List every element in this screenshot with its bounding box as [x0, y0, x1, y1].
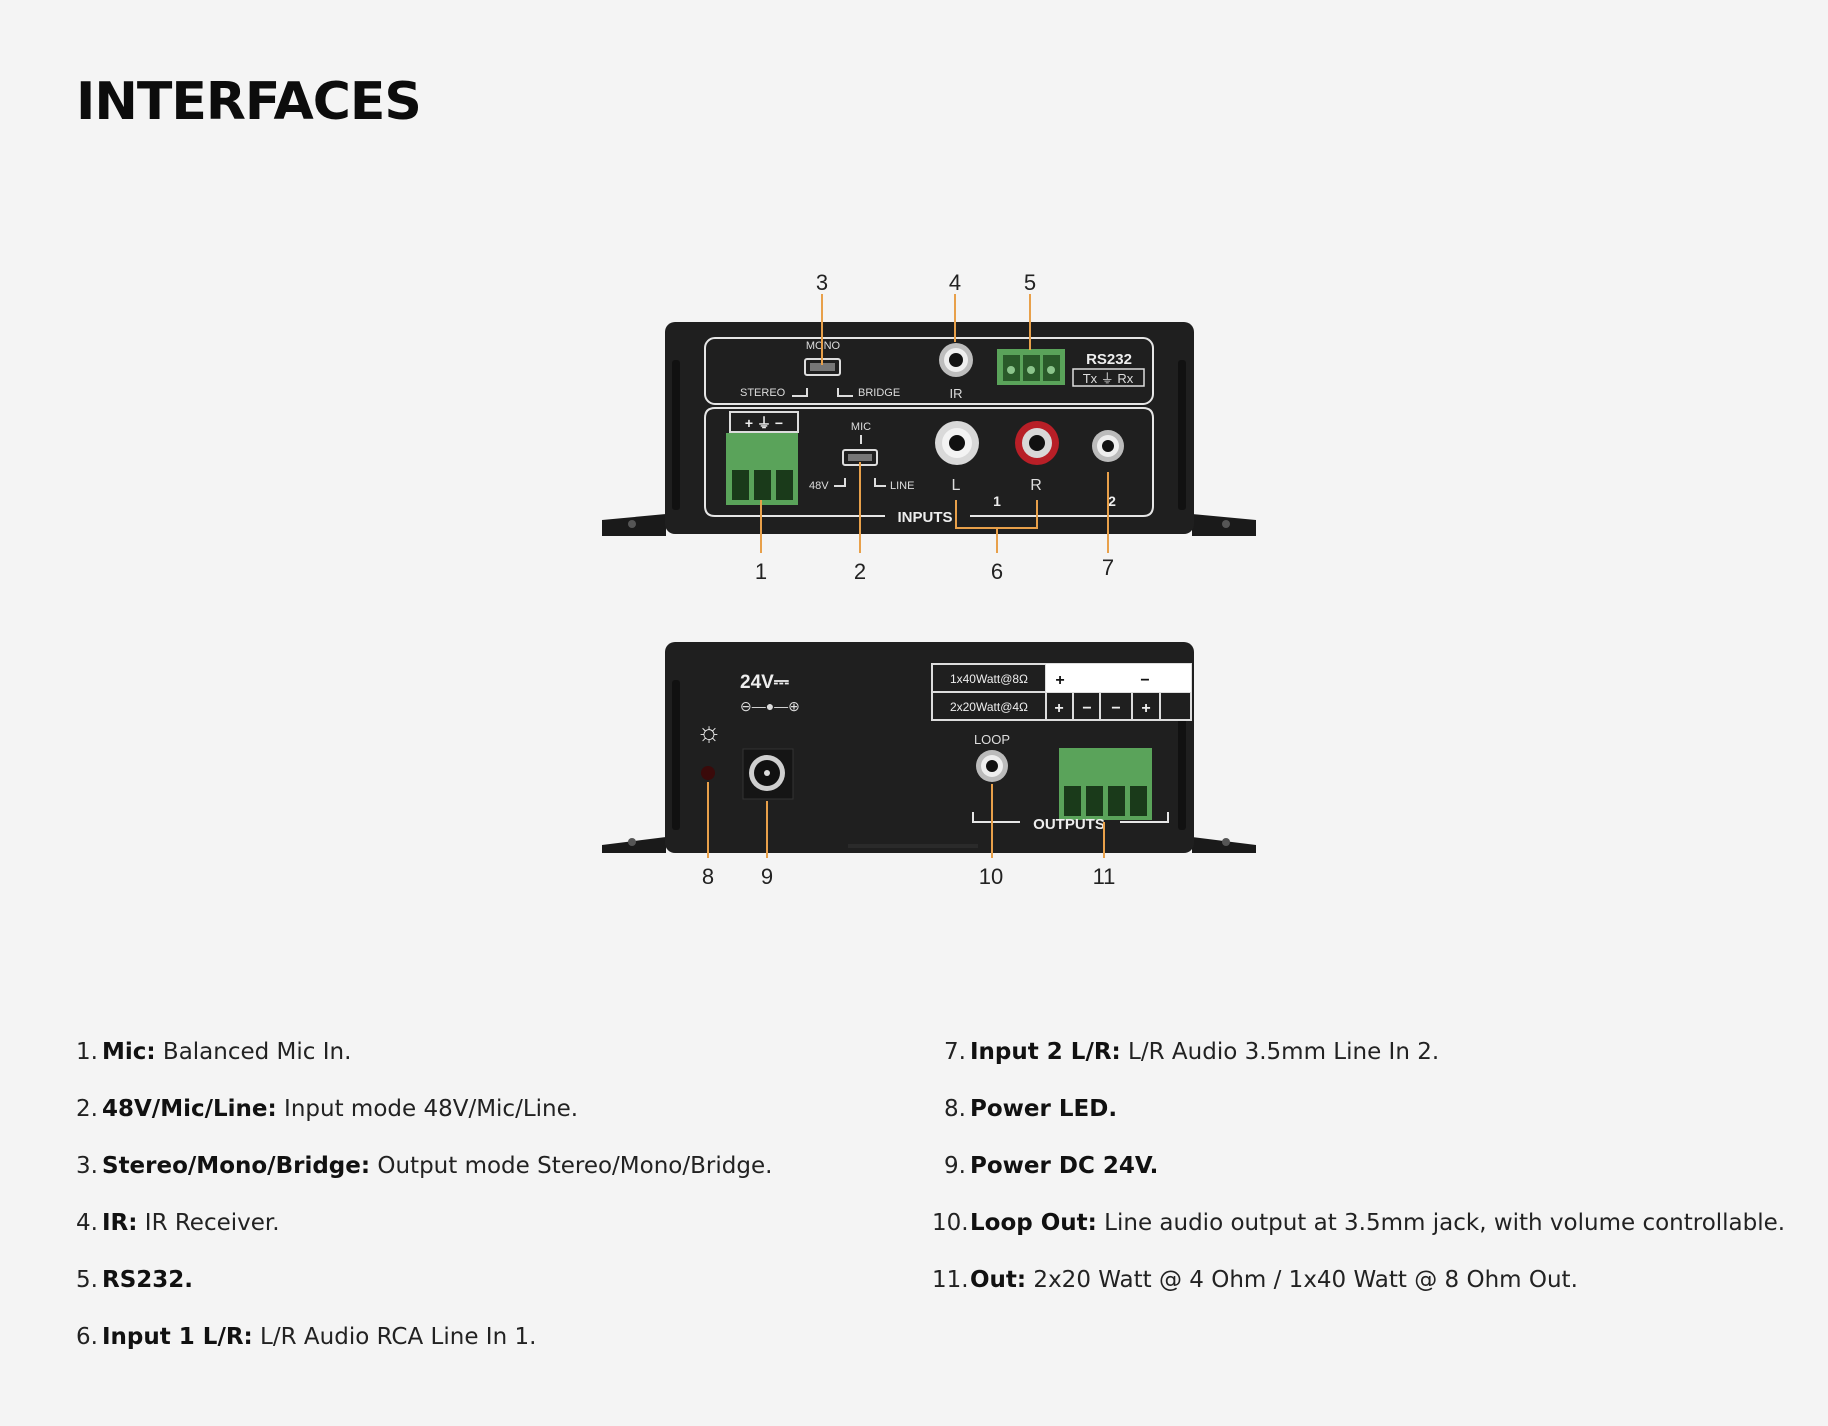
- row1-minus: −: [1140, 672, 1149, 689]
- callout-7: 7: [1102, 555, 1114, 580]
- legend-item: 5.RS232.: [76, 1267, 194, 1293]
- callout-4: 4: [949, 270, 961, 295]
- txrx-label: Tx ⏚ Rx: [1083, 371, 1134, 386]
- page-title: INTERFACES: [76, 72, 422, 132]
- ir-label: IR: [950, 386, 963, 401]
- loop-label: LOOP: [974, 732, 1010, 747]
- line-label: LINE: [890, 480, 914, 492]
- rs232-label: RS232: [1086, 351, 1132, 368]
- input2-label: 2: [1108, 493, 1116, 509]
- mono-label: MONO: [806, 340, 841, 352]
- bridge-label: BRIDGE: [858, 387, 900, 399]
- lower-panel-outline: [704, 407, 1154, 517]
- callout-2: 2: [854, 559, 866, 584]
- front-panel-device: MONO STEREO BRIDGE IR RS232 Tx ⏚ Rx: [602, 322, 1256, 536]
- row2-minus-b: −: [1111, 700, 1120, 717]
- callout-6: 6: [991, 559, 1003, 584]
- rca-left-label: L: [952, 477, 961, 494]
- stereo-label: STEREO: [740, 387, 786, 399]
- legend-item: 2.48V/Mic/Line: Input mode 48V/Mic/Line.: [76, 1096, 579, 1122]
- legend-item: 8.Power LED.: [944, 1096, 1118, 1122]
- front-callouts: [760, 294, 1109, 553]
- legend-item: 3.Stereo/Mono/Bridge: Output mode Stereo…: [76, 1153, 773, 1179]
- rear-panel-device: ☼ 24V⎓ ⊖—●—⊕ 1x40Watt@8Ω 2x20Watt@4Ω + −…: [602, 642, 1256, 853]
- legend-item: 10.Loop Out: Line audio output at 3.5mm …: [932, 1210, 1786, 1236]
- row2-minus-a: −: [1082, 700, 1091, 717]
- callout-5: 5: [1024, 270, 1036, 295]
- callout-11: 11: [1093, 864, 1116, 889]
- row2-plus-b: +: [1141, 700, 1150, 717]
- mic-polarity-label: + ⏚ −: [745, 415, 783, 431]
- legend-item: 11.Out: 2x20 Watt @ 4 Ohm / 1x40 Watt @ …: [932, 1267, 1578, 1293]
- callout-9: 9: [761, 864, 773, 889]
- power-led: [701, 766, 715, 780]
- power-led-icon: ☼: [696, 716, 722, 747]
- rca-right-label: R: [1030, 477, 1042, 494]
- callout-1: 1: [755, 559, 767, 584]
- legend-list-right: 7.Input 2 L/R: L/R Audio 3.5mm Line In 2…: [932, 1037, 1785, 1322]
- legend-item: 6.Input 1 L/R: L/R Audio RCA Line In 1.: [76, 1324, 537, 1350]
- wattage-row2-label: 2x20Watt@4Ω: [950, 700, 1028, 714]
- row1-plus: +: [1055, 672, 1064, 689]
- input1-label: 1: [993, 493, 1001, 509]
- interfaces-diagram: MONO STEREO BRIDGE IR RS232 Tx ⏚ Rx: [602, 270, 1256, 889]
- legend-item: 9.Power DC 24V.: [944, 1153, 1159, 1179]
- power-voltage-label: 24V⎓: [740, 672, 789, 693]
- mic-switch-label: MIC: [851, 421, 871, 433]
- legend-item: 1.Mic: Balanced Mic In.: [76, 1039, 352, 1065]
- outputs-bracket: [972, 812, 1169, 823]
- 48v-label: 48V: [809, 480, 829, 492]
- wattage-row1-label: 1x40Watt@8Ω: [950, 672, 1028, 686]
- callout-3: 3: [816, 270, 828, 295]
- rear-callouts: [707, 782, 1105, 858]
- legend-list-left: 1.Mic: Balanced Mic In. 2.48V/Mic/Line: …: [64, 1037, 772, 1379]
- row2-plus-a: +: [1054, 700, 1063, 717]
- polarity-label: ⊖—●—⊕: [740, 698, 800, 714]
- outputs-label: OUTPUTS: [1033, 816, 1105, 833]
- legend-item: 4.IR: IR Receiver.: [76, 1210, 280, 1236]
- inputs-label: INPUTS: [897, 509, 952, 526]
- callout-8: 8: [702, 864, 714, 889]
- callout-10: 10: [979, 864, 1003, 889]
- upper-panel-outline: [704, 337, 1154, 405]
- legend-item: 7.Input 2 L/R: L/R Audio 3.5mm Line In 2…: [944, 1039, 1440, 1065]
